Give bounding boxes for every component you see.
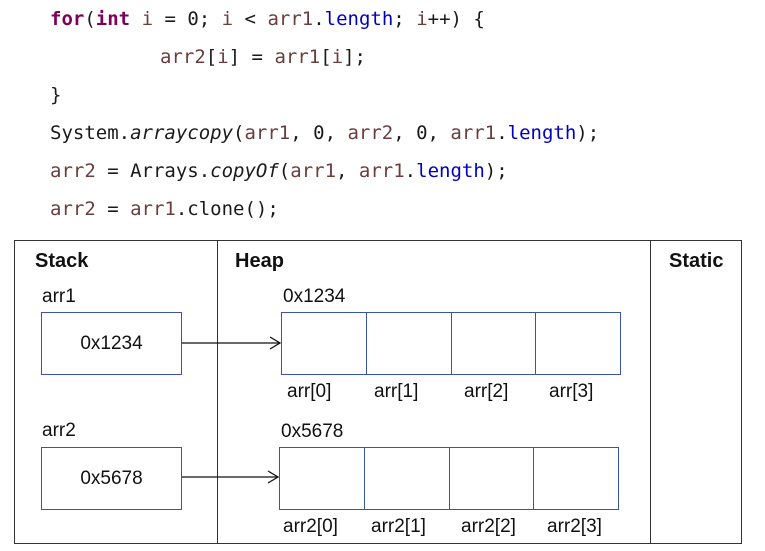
heap2-index-label-3: arr2[3] (547, 516, 602, 537)
arrow-arr1-to-heap1 (182, 336, 282, 350)
heap2-cell-0 (280, 448, 365, 509)
heap1-cell-2 (452, 313, 537, 374)
heap1-index-label-1: arr[1] (374, 381, 419, 402)
heap2-index-label-1: arr2[1] (371, 516, 426, 537)
code-token: . (404, 160, 417, 182)
code-token: arraycopy (130, 122, 234, 144)
heap1-index-label-0: arr[0] (287, 381, 332, 402)
arrow-arr2-to-heap2 (182, 470, 280, 484)
heap1-cell-3 (536, 313, 620, 374)
code-token: ); (484, 160, 508, 182)
code-token: , 0, (290, 122, 348, 144)
code-token: } (50, 84, 62, 106)
static-title: Static (669, 250, 724, 272)
code-token: ] = (228, 46, 275, 68)
heap2-address: 0x5678 (281, 421, 344, 442)
code-token: . (313, 8, 325, 30)
code-token: arr2 (347, 122, 394, 144)
heap2-index-label-2: arr2[2] (461, 516, 516, 537)
code-token: ++) { (427, 8, 485, 30)
code-token: length (324, 8, 394, 30)
code-token: ; (393, 8, 417, 30)
code-token: arr1 (244, 122, 291, 144)
heap2-index-label-0: arr2[0] (283, 516, 338, 537)
code-token: System. (50, 122, 131, 144)
code-line-1: for(int i = 0; i < arr1.length; i++) { (50, 8, 485, 30)
code-token: ]; (343, 46, 366, 68)
code-token: [ (205, 46, 218, 68)
code-token: , 0, (393, 122, 451, 144)
heap1-index-label-2: arr[2] (464, 381, 509, 402)
heap-static-divider (650, 241, 651, 543)
heap1-array (281, 312, 621, 375)
code-token: . (496, 122, 508, 144)
code-token: , (336, 160, 359, 182)
code-line-5: arr2 = Arrays.copyOf(arr1, arr1.length); (50, 160, 508, 182)
code-line-3: } (50, 84, 61, 106)
code-token: [ (320, 46, 332, 68)
code-token: arr1 (267, 8, 314, 30)
var-arr2-box: 0x5678 (41, 447, 182, 510)
code-token: int (95, 8, 131, 30)
code-token: i (141, 8, 154, 30)
code-token: arr1 (450, 122, 497, 144)
heap1-cell-0 (282, 313, 367, 374)
code-token: arr2 (160, 46, 206, 68)
code-token: .clone(); (175, 198, 279, 220)
heap2-cell-3 (534, 448, 618, 509)
stack-heap-divider (217, 241, 218, 543)
heap1-address: 0x1234 (283, 286, 346, 307)
code-token: for (50, 8, 85, 30)
heap1-cell-1 (367, 313, 452, 374)
code-token: i (221, 8, 234, 30)
code-line-4: System.arraycopy(arr1, 0, arr2, 0, arr1.… (50, 122, 599, 144)
var-arr2-name: arr2 (42, 420, 76, 441)
var-arr2-value: 0x5678 (80, 467, 143, 489)
code-token: arr2 (50, 198, 96, 220)
heap-title: Heap (235, 250, 284, 272)
memory-diagram: Stack Heap Static arr1 0x1234 arr2 0x567… (14, 240, 742, 544)
code-line-2: arr2[i] = arr1[i]; (160, 46, 366, 68)
var-arr1-name: arr1 (42, 286, 76, 307)
code-token: ( (84, 8, 96, 30)
heap2-cell-2 (450, 448, 535, 509)
stack-title: Stack (35, 250, 89, 272)
code-token: arr2 (50, 160, 96, 182)
code-token: i (331, 46, 344, 68)
code-token: ( (233, 122, 245, 144)
code-token: = 0; (153, 8, 222, 30)
code-token: ); (576, 122, 600, 144)
heap2-cell-1 (365, 448, 450, 509)
code-token: = Arrays. (95, 160, 211, 182)
var-arr1-box: 0x1234 (41, 312, 182, 375)
code-token: arr1 (290, 160, 337, 182)
code-token: length (416, 160, 485, 182)
code-token: arr1 (358, 160, 405, 182)
code-token: < (233, 8, 268, 30)
code-token: length (507, 122, 577, 144)
code-token: ( (278, 160, 291, 182)
var-arr1-value: 0x1234 (80, 332, 143, 354)
heap1-index-label-3: arr[3] (549, 381, 594, 402)
code-token: arr1 (274, 46, 321, 68)
code-token (130, 8, 141, 30)
code-token: = (95, 198, 131, 220)
code-token: copyOf (210, 160, 279, 182)
code-line-6: arr2 = arr1.clone(); (50, 198, 279, 220)
code-block: for(int i = 0; i < arr1.length; i++) { a… (0, 0, 765, 235)
code-token: arr1 (130, 198, 176, 220)
heap2-array (279, 447, 619, 510)
code-token: i (416, 8, 428, 30)
code-token: i (217, 46, 229, 68)
